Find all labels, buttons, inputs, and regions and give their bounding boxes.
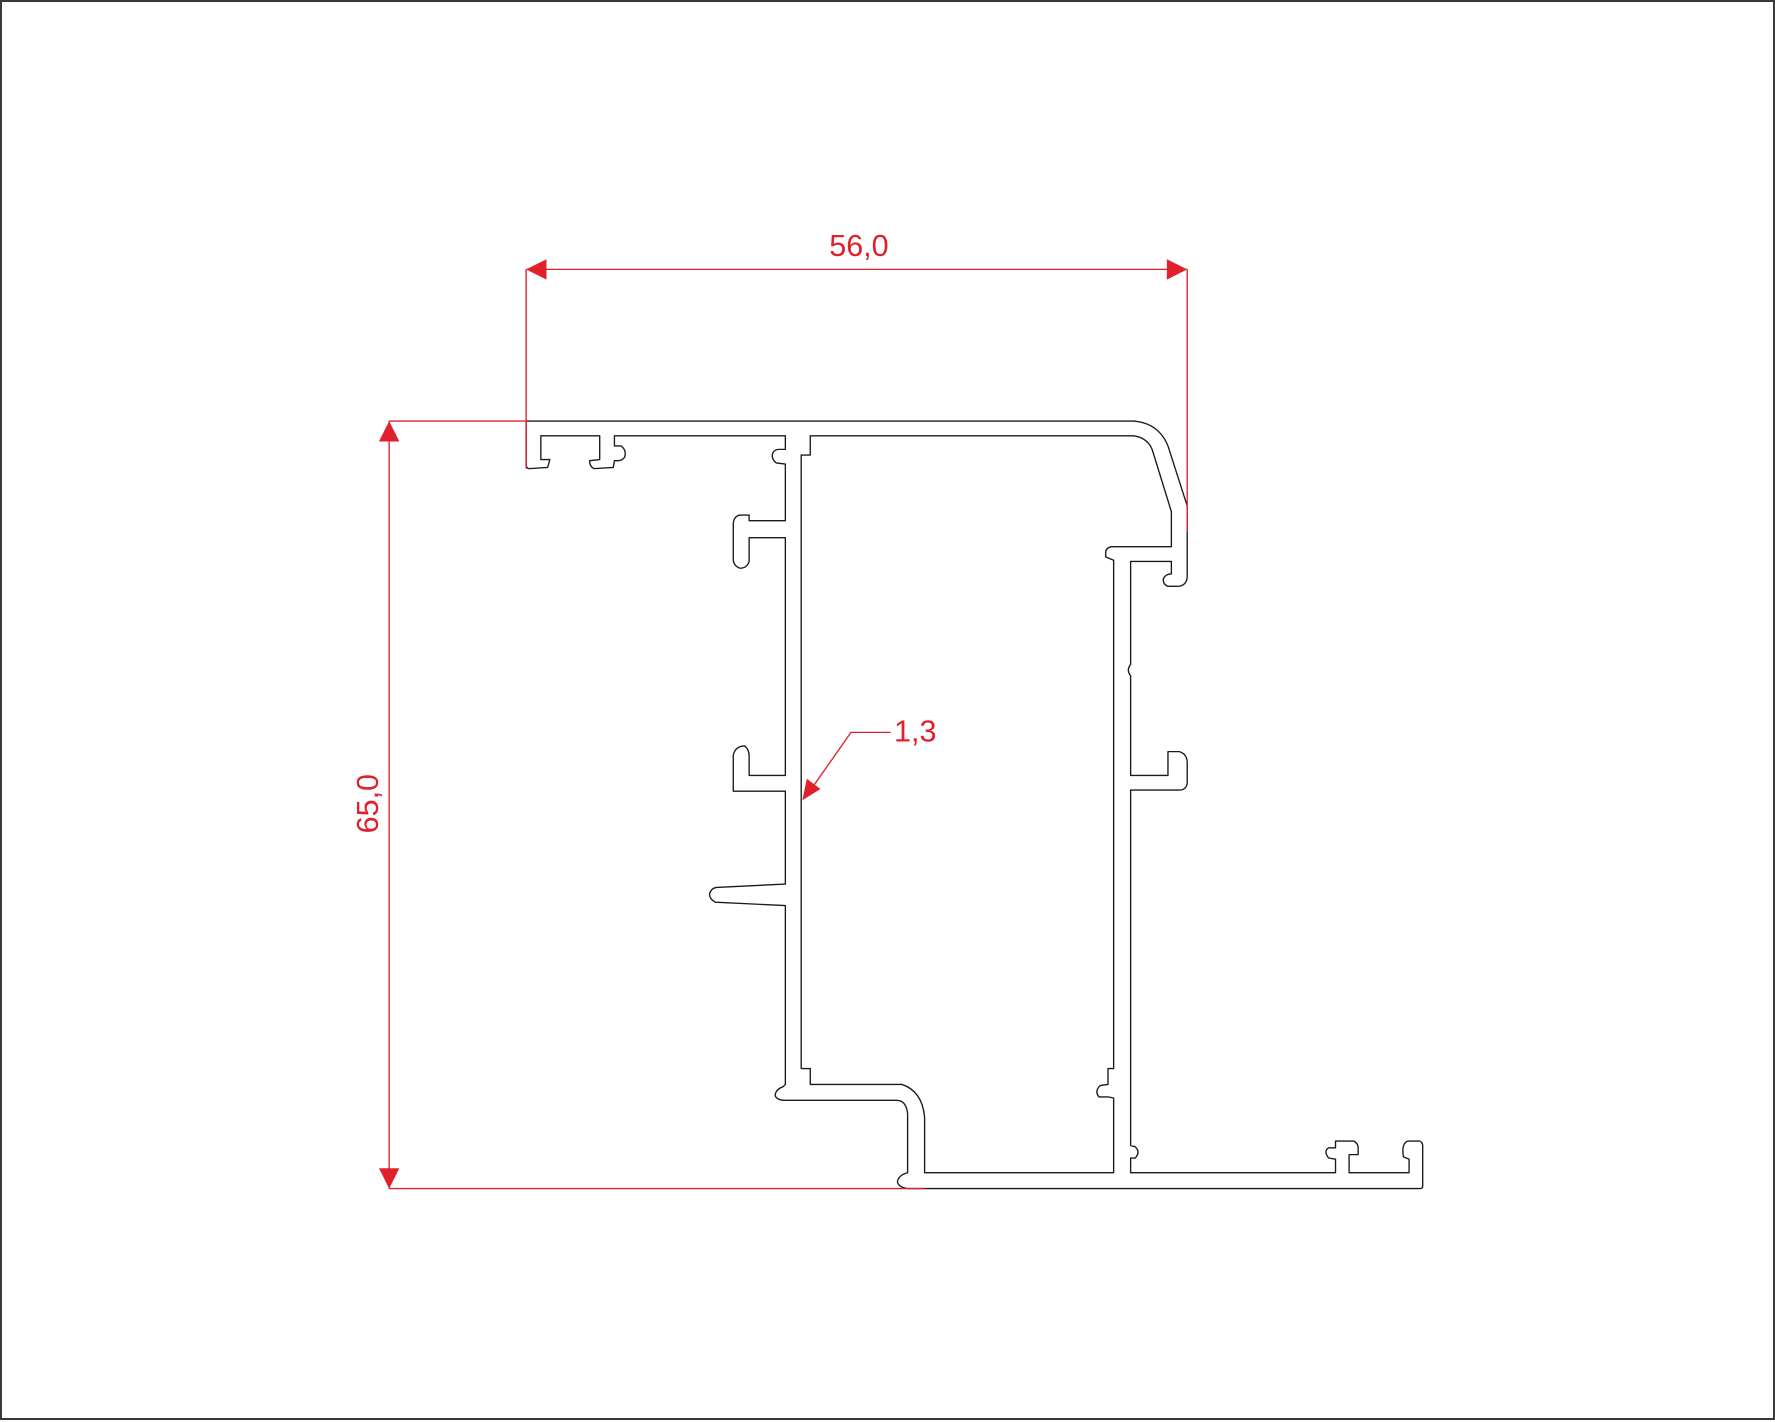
arrow-left-icon <box>526 259 547 280</box>
dimension-lines <box>388 268 1188 1190</box>
height-dimension-label: 65,0 <box>351 774 385 833</box>
profile-outer-contour <box>525 420 1424 1190</box>
dimension-arrows <box>378 259 1188 1189</box>
arrow-down-icon <box>378 1168 400 1189</box>
thickness-leader-line <box>805 731 891 798</box>
arrow-right-icon <box>1166 259 1188 280</box>
arrow-up-icon <box>378 421 400 442</box>
profile-inner-chamber <box>800 435 1173 1174</box>
width-dimension-label: 56,0 <box>829 229 888 263</box>
aluminium-profile <box>525 420 1424 1190</box>
arrow-leader-icon <box>802 778 821 801</box>
wall-thickness-label: 1,3 <box>894 714 936 748</box>
